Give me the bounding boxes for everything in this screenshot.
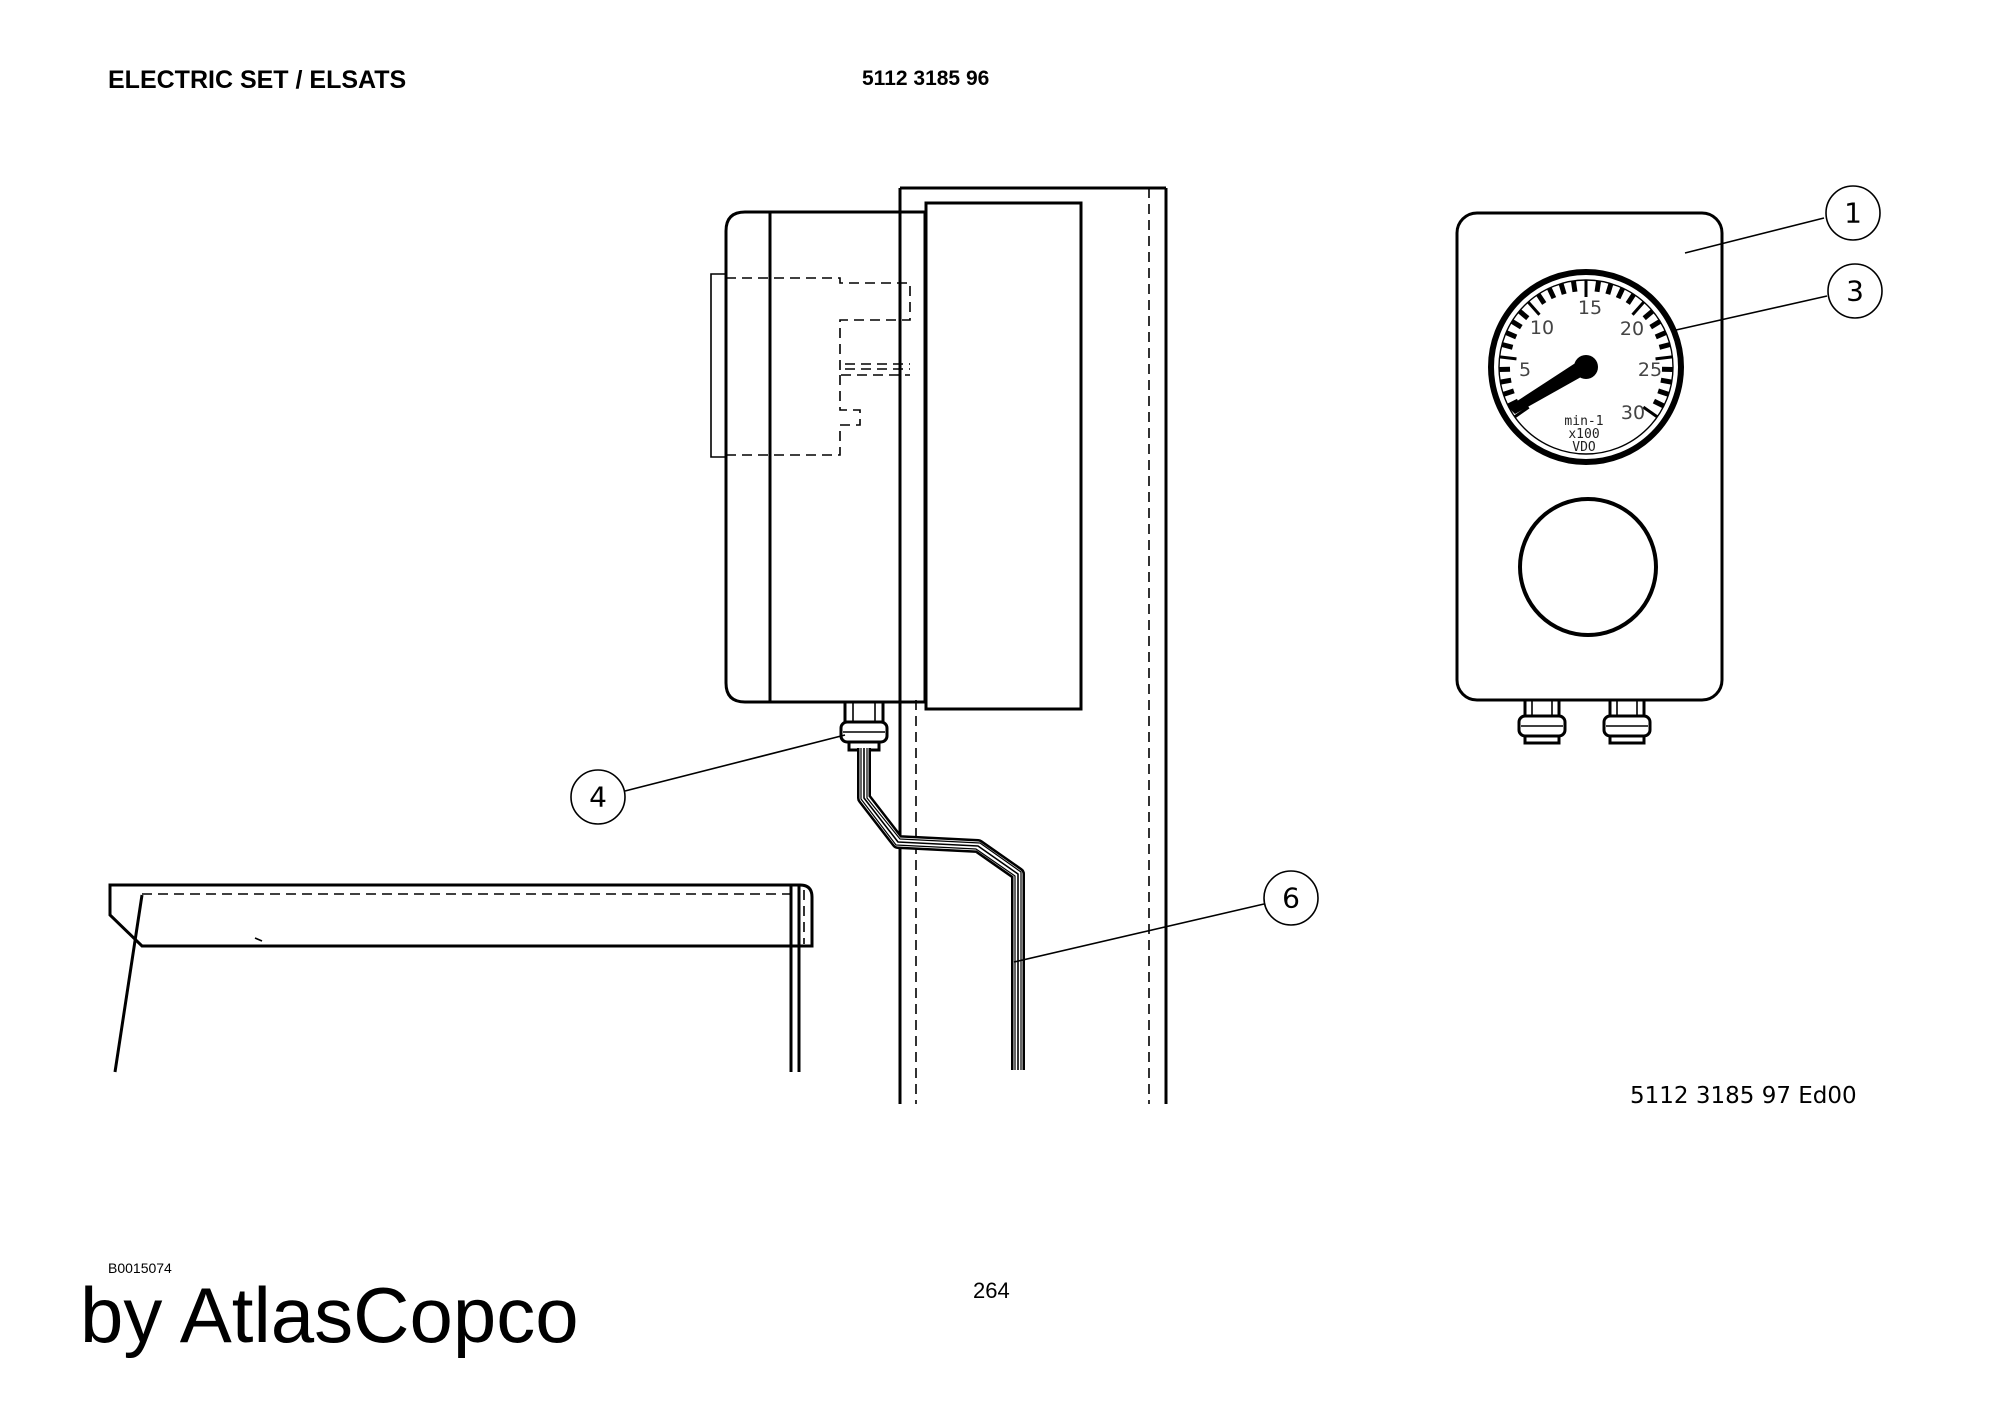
dial-unit-line-1: min-1 — [1564, 414, 1603, 429]
dial-label-15: 15 — [1578, 297, 1602, 319]
image-id: B0015074 — [108, 1260, 172, 1276]
tachometer-gauge: 5 10 15 20 25 30 min-1 x100 VDO — [1488, 269, 1684, 465]
callout-1: 1 — [1684, 185, 1881, 254]
gauge-tick — [1546, 287, 1557, 300]
gauge-tick — [1505, 330, 1518, 340]
gauge-tick — [1527, 301, 1541, 316]
gauge-tick — [1502, 388, 1515, 397]
gauge-tick — [1658, 342, 1671, 350]
gauge-tick — [1625, 292, 1636, 305]
callout-3-label: 3 — [1846, 275, 1864, 308]
gauge-hub — [1574, 355, 1598, 379]
dial-label-5: 5 — [1519, 359, 1531, 381]
callout-1-label: 1 — [1844, 197, 1862, 230]
dial-label-20: 20 — [1620, 318, 1644, 340]
gauge-tick — [1501, 342, 1514, 350]
dial-label-10: 10 — [1530, 317, 1554, 339]
gauge-tick — [1499, 355, 1517, 361]
gauge-tick — [1558, 282, 1567, 295]
dial-unit-line-2: x100 — [1568, 427, 1599, 442]
front-cable-gland-right — [1602, 698, 1652, 745]
callout-3: 3 — [1675, 263, 1883, 331]
gauge-tick — [1536, 292, 1547, 305]
gauge-needle — [1508, 360, 1590, 414]
callout-4: 4 — [570, 734, 846, 825]
cable — [857, 748, 1025, 1070]
gauge-tick — [1642, 309, 1655, 321]
gauge-tick — [1652, 398, 1665, 409]
dial-label-30: 30 — [1621, 402, 1645, 424]
mounting-post — [898, 186, 1168, 1104]
gauge-tick — [1655, 355, 1673, 361]
control-knob — [1518, 497, 1658, 637]
front-cable-gland-left — [1517, 698, 1567, 745]
gauge-tick — [1517, 309, 1530, 321]
gauge-tick — [1605, 282, 1614, 295]
gauge-tick — [1660, 377, 1673, 385]
page-title: ELECTRIC SET / ELSATS — [108, 66, 407, 94]
drawing-number: 5112 3185 97 Ed00 — [1630, 1083, 1857, 1109]
gauge-tick — [1594, 280, 1602, 293]
callout-6-label: 6 — [1282, 882, 1300, 915]
gauge-tick — [1657, 388, 1670, 397]
page-number: 264 — [973, 1278, 1010, 1303]
gauge-tick — [1499, 377, 1512, 385]
gauge-tick — [1615, 287, 1626, 300]
callout-6: 6 — [1013, 870, 1319, 963]
brand-footer: by AtlasCopco — [80, 1271, 579, 1359]
control-box-front-view: 5 10 15 20 25 30 min-1 x100 VDO — [1455, 211, 1724, 745]
gauge-tick — [1654, 330, 1667, 340]
gauge-tick — [1649, 319, 1662, 330]
dial-unit-line-3: VDO — [1572, 440, 1596, 455]
gauge-tick — [1510, 319, 1523, 330]
callout-4-label: 4 — [589, 781, 607, 814]
part-number: 5112 3185 96 — [862, 67, 990, 90]
gauge-tick — [1513, 405, 1530, 419]
shelf-bracket — [108, 883, 814, 1073]
gauge-tick — [1631, 301, 1645, 316]
gauge-tick — [1570, 280, 1578, 293]
enclosure-side-view — [710, 201, 1083, 752]
dial-label-25: 25 — [1638, 359, 1662, 381]
gauge-tick — [1642, 405, 1659, 419]
